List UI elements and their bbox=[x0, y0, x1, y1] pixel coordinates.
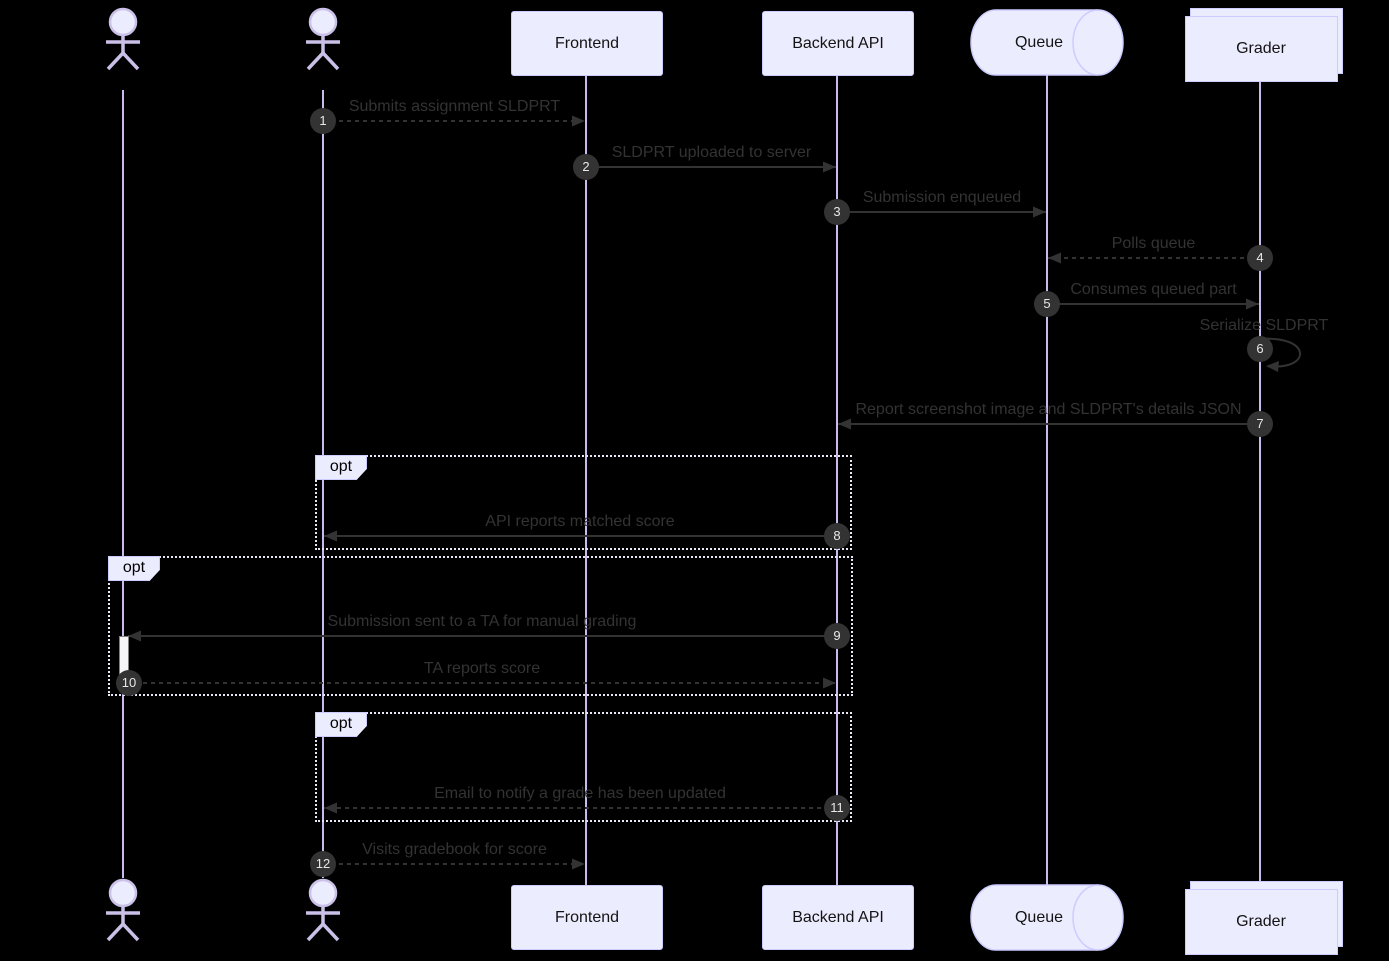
participant-box-frontend-top: Frontend bbox=[511, 11, 663, 76]
arrowhead-icon bbox=[128, 630, 141, 642]
message-2-arrow bbox=[586, 161, 836, 173]
actor-figure-student-actor-bottom bbox=[306, 878, 340, 942]
message-8-arrow bbox=[324, 530, 837, 542]
queue-body bbox=[970, 884, 1124, 951]
sequence-number-badge-11: 11 bbox=[824, 795, 850, 821]
sequence-number-badge-9: 9 bbox=[824, 623, 850, 649]
participant-box-grader-top: Grader bbox=[1184, 16, 1338, 82]
message-10-arrow bbox=[127, 677, 836, 689]
actor-limb bbox=[121, 51, 140, 71]
sequence-number-badge-12: 12 bbox=[310, 851, 336, 877]
arrowhead-icon bbox=[572, 858, 585, 870]
message-12-arrow bbox=[323, 858, 585, 870]
participant-box-backend-bottom: Backend API bbox=[762, 885, 914, 950]
opt-fragment-label-1: opt bbox=[315, 455, 367, 480]
opt-fragment-label-3: opt bbox=[315, 712, 367, 737]
actor-figure-ta-actor-bottom bbox=[106, 878, 140, 942]
actor-limb bbox=[321, 922, 340, 942]
message-9-arrow bbox=[128, 630, 837, 642]
arrowhead-icon bbox=[324, 802, 337, 814]
arrowhead-icon bbox=[1033, 206, 1046, 218]
actor-limb bbox=[306, 922, 325, 942]
message-4-arrow bbox=[1048, 252, 1260, 264]
message-8-label: API reports matched score bbox=[485, 513, 675, 530]
arrowhead-icon bbox=[823, 677, 836, 689]
queue-body bbox=[970, 9, 1124, 76]
actor-head-icon bbox=[108, 7, 138, 37]
sequence-number-badge-6: 6 bbox=[1247, 336, 1273, 362]
arrowhead-icon bbox=[838, 418, 851, 430]
message-4-label: Polls queue bbox=[1111, 235, 1196, 252]
message-11-label: Email to notify a grade has been updated bbox=[434, 785, 726, 802]
arrowhead-icon bbox=[1266, 361, 1279, 372]
sequence-number-badge-4: 4 bbox=[1247, 245, 1273, 271]
participant-label-queue-bottom: Queue bbox=[1014, 908, 1064, 926]
message-12-label: Visits gradebook for score bbox=[362, 841, 547, 858]
message-1-arrow bbox=[323, 115, 585, 127]
sequence-number-badge-2: 2 bbox=[573, 154, 599, 180]
participant-box-backend-top: Backend API bbox=[762, 11, 914, 76]
arrowhead-icon bbox=[1048, 252, 1061, 264]
message-6-arrow bbox=[1259, 337, 1301, 372]
queue-shape-top bbox=[970, 9, 1124, 76]
sequence-number-badge-8: 8 bbox=[824, 523, 850, 549]
arrowhead-icon bbox=[324, 530, 337, 542]
queue-lid bbox=[1072, 884, 1099, 951]
actor-head-icon bbox=[308, 7, 338, 37]
actor-limb bbox=[321, 51, 340, 71]
opt-fragment-label-2: opt bbox=[108, 556, 160, 581]
sequence-number-badge-1: 1 bbox=[310, 108, 336, 134]
participant-box-grader-bottom: Grader bbox=[1184, 889, 1338, 955]
queue-shape-bottom bbox=[970, 884, 1124, 951]
arrowhead-icon bbox=[572, 115, 585, 127]
actor-head-icon bbox=[108, 878, 138, 908]
participant-box-frontend-bottom: Frontend bbox=[511, 885, 663, 950]
participant-label-queue-top: Queue bbox=[1014, 33, 1064, 51]
message-2-label: SLDPRT uploaded to server bbox=[611, 144, 812, 161]
actor-figure-ta-actor-top bbox=[106, 7, 140, 71]
opt-fragment-3 bbox=[315, 712, 852, 822]
queue-lid bbox=[1072, 9, 1099, 76]
message-5-label: Consumes queued part bbox=[1070, 281, 1237, 298]
self-message-loop bbox=[1259, 337, 1301, 368]
arrowhead-icon bbox=[823, 161, 836, 173]
message-6-label: Serialize SLDPRT bbox=[1199, 317, 1329, 334]
actor-figure-student-actor-top bbox=[306, 7, 340, 71]
message-11-arrow bbox=[324, 802, 837, 814]
message-7-label: Report screenshot image and SLDPRT's det… bbox=[855, 401, 1242, 418]
opt-fragment-1 bbox=[315, 455, 852, 550]
actor-limb bbox=[121, 922, 140, 942]
actor-limb bbox=[106, 922, 125, 942]
message-3-label: Submission enqueued bbox=[862, 189, 1022, 206]
sequence-number-badge-7: 7 bbox=[1247, 411, 1273, 437]
message-7-arrow bbox=[838, 418, 1260, 430]
sequence-number-badge-10: 10 bbox=[116, 670, 142, 696]
opt-fragment-2 bbox=[108, 556, 853, 696]
message-1-label: Submits assignment SLDPRT bbox=[348, 98, 561, 115]
message-10-label: TA reports score bbox=[423, 660, 541, 677]
arrowhead-icon bbox=[1246, 298, 1259, 310]
message-3-arrow bbox=[837, 206, 1046, 218]
sequence-number-badge-3: 3 bbox=[824, 199, 850, 225]
actor-limb bbox=[306, 51, 325, 71]
actor-head-icon bbox=[308, 878, 338, 908]
message-9-label: Submission sent to a TA for manual gradi… bbox=[327, 613, 637, 630]
message-5-arrow bbox=[1047, 298, 1259, 310]
sequence-number-badge-5: 5 bbox=[1034, 291, 1060, 317]
actor-limb bbox=[106, 51, 125, 71]
